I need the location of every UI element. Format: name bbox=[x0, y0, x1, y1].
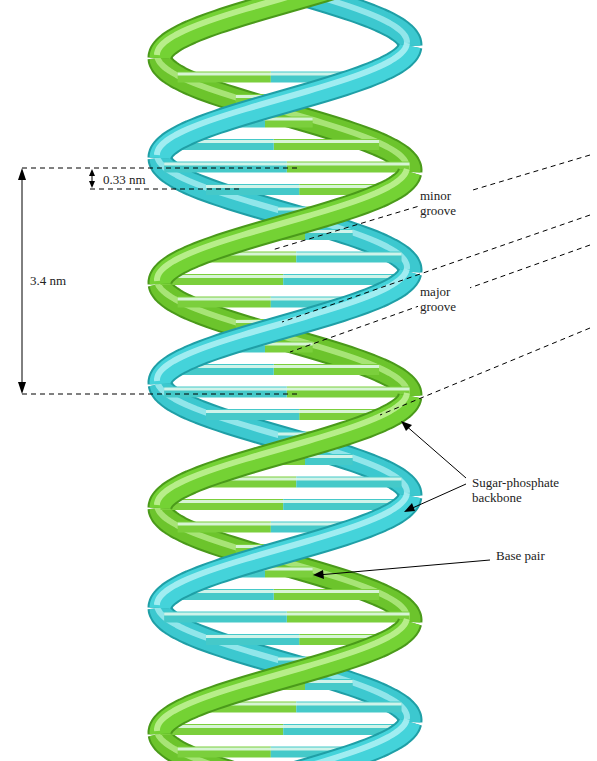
base-pair-highlight bbox=[164, 163, 409, 166]
backbone-strand bbox=[160, 622, 410, 734]
backbone-strand bbox=[160, 272, 410, 384]
arrowhead bbox=[18, 168, 26, 180]
backbone-strand bbox=[160, 396, 410, 508]
backbone-highlight bbox=[157, 493, 407, 605]
text-label: major groove bbox=[418, 284, 470, 314]
dimension-line bbox=[22, 394, 300, 395]
backbone-strand bbox=[160, 172, 410, 284]
backbone-strand bbox=[160, 272, 410, 384]
backbone-strand bbox=[160, 622, 410, 734]
groove-line bbox=[290, 245, 590, 352]
text-label: 0.33 nm bbox=[101, 172, 148, 187]
backbone-highlight bbox=[256, 719, 407, 761]
backbone-strand bbox=[160, 46, 410, 158]
arrowhead bbox=[404, 503, 415, 512]
dimension-line bbox=[90, 189, 240, 190]
leader-line bbox=[318, 560, 490, 575]
base-pair-highlight bbox=[206, 185, 392, 188]
backbone-strand bbox=[160, 172, 410, 284]
base-pair-highlight bbox=[161, 275, 406, 278]
groove-line bbox=[380, 328, 590, 415]
backbone-strand bbox=[160, 46, 410, 158]
arrowhead bbox=[313, 570, 324, 579]
groove-line bbox=[272, 155, 590, 250]
backbone-highlight bbox=[157, 269, 407, 381]
backbone-strand bbox=[160, 396, 410, 508]
base-pair-highlight bbox=[164, 613, 409, 616]
arrowhead bbox=[89, 169, 95, 176]
text-label: Base pair bbox=[494, 548, 547, 563]
dimension-lines bbox=[22, 155, 590, 575]
backbone-strand bbox=[160, 496, 410, 608]
arrowheads bbox=[18, 168, 415, 579]
backbone-highlight bbox=[157, 619, 407, 731]
text-label: 3.4 nm bbox=[28, 273, 68, 288]
base-pair-highlight bbox=[164, 388, 409, 391]
arrowhead bbox=[401, 421, 412, 431]
backbone-highlight bbox=[157, 43, 407, 155]
base-pair-highlight bbox=[161, 725, 406, 728]
dimension-line bbox=[22, 168, 300, 169]
leader-line bbox=[404, 424, 466, 478]
dimension-arrow bbox=[22, 172, 23, 390]
backbone-strand bbox=[160, 496, 410, 608]
groove-line bbox=[282, 215, 590, 322]
arrowhead bbox=[18, 382, 26, 394]
double-helix bbox=[157, 0, 410, 761]
base-pair-highlight bbox=[161, 500, 406, 503]
arrowhead bbox=[89, 181, 95, 188]
base-pair-highlight bbox=[206, 635, 392, 638]
text-label: Sugar-phosphate backbone bbox=[470, 475, 564, 505]
backbone-highlight bbox=[157, 393, 407, 505]
backbone-highlight bbox=[157, 169, 407, 281]
text-label: minor groove bbox=[418, 188, 470, 218]
base-pair-highlight bbox=[206, 410, 392, 413]
leader-line bbox=[408, 484, 466, 510]
backbone-highlight bbox=[157, 0, 353, 55]
